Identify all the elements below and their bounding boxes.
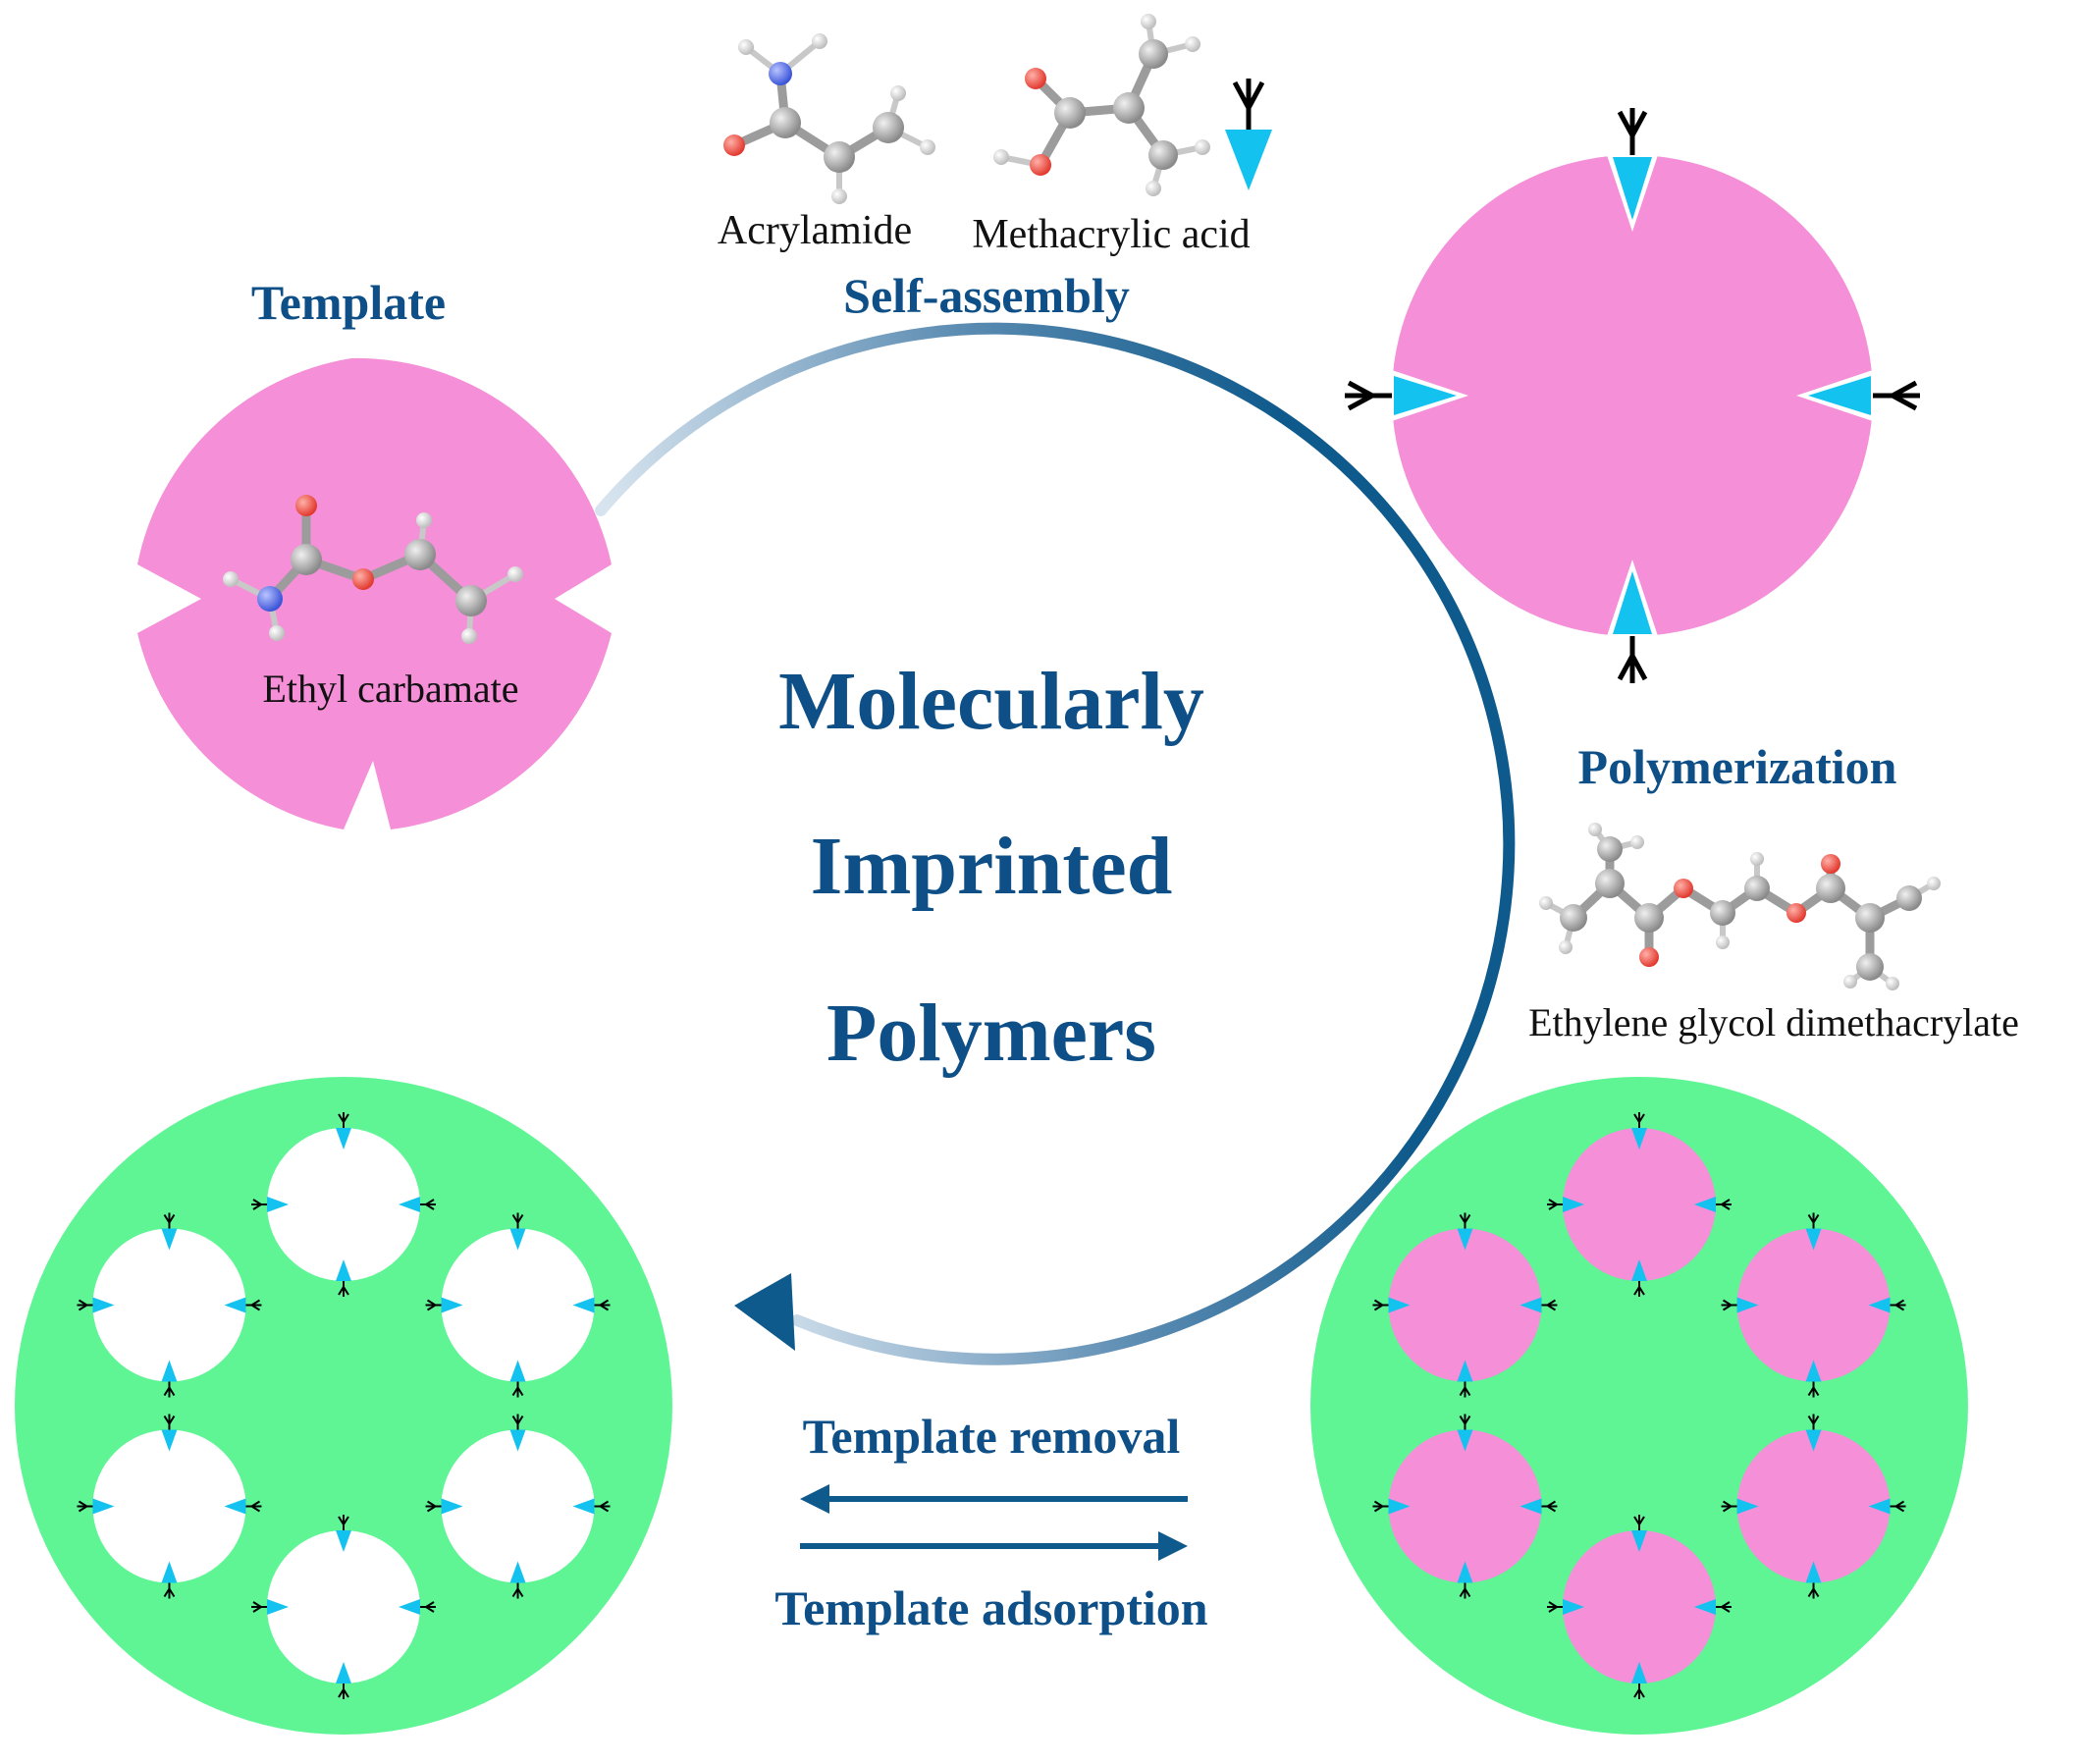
binding-site-icon <box>1694 1599 1732 1615</box>
cavity <box>267 1128 420 1281</box>
template-label: Template <box>251 275 446 330</box>
binding-site-icon <box>1721 1297 1759 1313</box>
cavity <box>267 1530 420 1684</box>
binding-site-icon <box>1631 1515 1647 1552</box>
imprinted-polymer-empty <box>15 1077 672 1735</box>
binding-site-icon <box>251 1197 289 1212</box>
binding-site-icon <box>77 1498 115 1515</box>
binding-site-icon <box>77 1297 115 1313</box>
cavity <box>1388 1228 1542 1382</box>
binding-site-icon <box>1372 1297 1411 1313</box>
cavity <box>92 1429 246 1583</box>
binding-site-icon <box>1519 1498 1558 1515</box>
binding-site-icon <box>1372 1498 1411 1515</box>
monomer-legend-icon <box>1225 79 1272 190</box>
binding-site-icon <box>1694 1197 1732 1212</box>
binding-site-icon <box>1868 1498 1906 1515</box>
self-assembly-label: Self-assembly <box>843 268 1130 323</box>
cycle-arrowhead-icon <box>734 1273 795 1351</box>
binding-site-icon <box>1805 1212 1822 1251</box>
methacrylic-acid-label: Methacrylic acid <box>972 212 1250 257</box>
cavity <box>1736 1228 1891 1382</box>
binding-site-icon <box>509 1414 526 1452</box>
template-particle <box>137 357 612 829</box>
binding-site-icon <box>572 1498 611 1515</box>
methacrylic-acid-molecule <box>993 14 1210 196</box>
binding-site-icon <box>1721 1498 1759 1515</box>
cavity <box>1736 1429 1891 1583</box>
ethyl-carbamate-label: Ethyl carbamate <box>263 667 519 711</box>
binding-site-icon <box>1805 1561 1822 1599</box>
binding-site-icon <box>1547 1197 1584 1212</box>
polymerization-label: Polymerization <box>1578 739 1897 794</box>
cavity <box>441 1429 595 1583</box>
cycle-arrow <box>595 322 1516 1365</box>
binding-site-icon <box>1631 1662 1647 1699</box>
binding-site-icon <box>336 1112 351 1149</box>
binding-site-icon <box>399 1599 436 1615</box>
binding-site-icon <box>161 1414 178 1452</box>
binding-site-icon <box>1805 1414 1822 1452</box>
egdma-label: Ethylene glycol dimethacrylate <box>1528 1000 2019 1044</box>
binding-site-icon <box>1457 1561 1473 1599</box>
binding-site-icon <box>336 1259 351 1297</box>
binding-site-icon <box>1457 1212 1473 1251</box>
binding-site-icon <box>161 1360 178 1398</box>
center-title-line1: Molecularly <box>778 656 1204 747</box>
ethyl-carbamate-molecule <box>223 495 523 644</box>
binding-site-icon <box>399 1197 436 1212</box>
cavity <box>1388 1429 1542 1583</box>
imprinted-polymer-loaded <box>1310 1077 1968 1735</box>
pre-polymerization-complex <box>1345 108 1920 683</box>
cavity <box>92 1228 246 1382</box>
template-adsorption-label: Template adsorption <box>774 1580 1207 1635</box>
binding-site-icon <box>509 1360 526 1398</box>
acrylamide-molecule <box>723 33 935 204</box>
binding-site-icon <box>1631 1112 1647 1149</box>
binding-site-icon <box>425 1297 463 1313</box>
binding-site-icon <box>1519 1297 1558 1313</box>
cavity <box>1563 1530 1716 1684</box>
binding-site-icon <box>224 1498 262 1515</box>
loaded-cavities <box>1372 1112 1906 1699</box>
binding-site-icon <box>251 1599 289 1615</box>
binding-site-icon <box>161 1212 178 1251</box>
binding-site-icon <box>336 1662 351 1699</box>
binding-site-icon <box>1631 1259 1647 1297</box>
empty-cavities <box>77 1112 611 1699</box>
cavity <box>1563 1128 1716 1281</box>
binding-site-icon <box>224 1297 262 1313</box>
binding-site-icon <box>1547 1599 1584 1615</box>
cavity <box>441 1228 595 1382</box>
adsorption-arrow <box>800 1531 1188 1561</box>
binding-site-icon <box>572 1297 611 1313</box>
binding-site-icon <box>509 1212 526 1251</box>
template-removal-label: Template removal <box>803 1409 1181 1464</box>
acrylamide-label: Acrylamide <box>718 208 912 253</box>
binding-site-icon <box>1805 1360 1822 1398</box>
binding-site-icon <box>336 1515 351 1552</box>
binding-site-icon <box>1457 1360 1473 1398</box>
removal-arrow <box>800 1484 1188 1514</box>
binding-site-icon <box>1868 1297 1906 1313</box>
egdma-molecule <box>1539 823 1941 990</box>
binding-site-icon <box>425 1498 463 1515</box>
center-title-line2: Imprinted <box>811 821 1173 912</box>
binding-site-icon <box>161 1561 178 1599</box>
center-title-line3: Polymers <box>826 988 1156 1079</box>
binding-site-icon <box>1457 1414 1473 1452</box>
binding-site-icon <box>509 1561 526 1599</box>
